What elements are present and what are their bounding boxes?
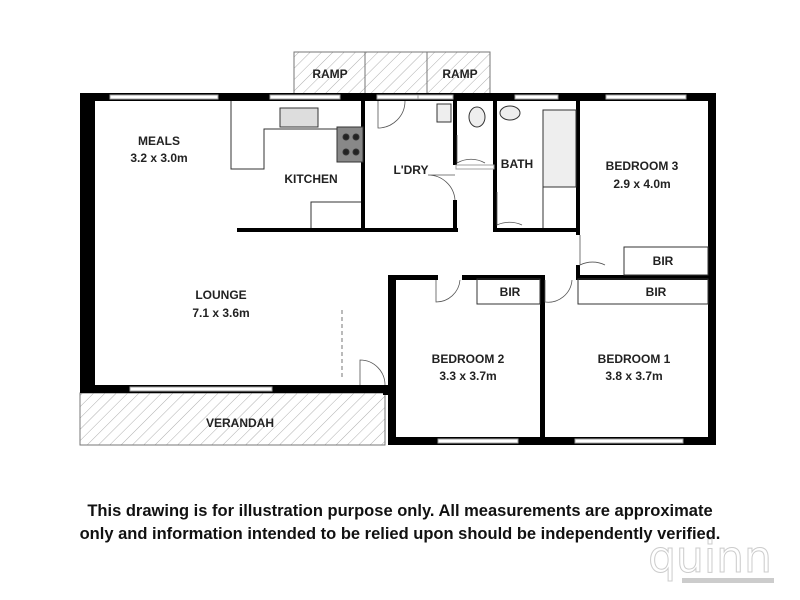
lounge-label: LOUNGE xyxy=(195,288,246,302)
bir3-cupboard xyxy=(623,246,709,276)
bathtub-icon xyxy=(542,109,577,188)
disclaimer-line-1: This drawing is for illustration purpose… xyxy=(87,502,713,520)
bedroom1-size: 3.8 x 3.7m xyxy=(605,369,662,383)
ramps xyxy=(293,51,491,96)
verandah-label: VERANDAH xyxy=(206,416,274,430)
bedroom2-size: 3.3 x 3.7m xyxy=(439,369,496,383)
room-labels: RAMP RAMP MEALS 3.2 x 3.0m KITCHEN L'DRY… xyxy=(130,67,678,430)
basin-icon xyxy=(499,105,521,121)
bedroom3-label: BEDROOM 3 xyxy=(606,159,679,173)
kitchen-fixtures xyxy=(230,101,709,305)
bir2-cupboard xyxy=(476,278,541,305)
disclaimer-line-2: only and information intended to be reli… xyxy=(79,525,721,543)
meals-label: MEALS xyxy=(138,134,180,148)
trough-icon xyxy=(436,103,452,123)
bir1-label: BIR xyxy=(646,285,667,299)
laundry-label: L'DRY xyxy=(393,163,428,177)
watermark-logo: quinn xyxy=(648,532,774,584)
kitchen-label: KITCHEN xyxy=(284,172,337,186)
svg-text:quinn: quinn xyxy=(648,532,772,583)
sink-icon xyxy=(279,107,319,128)
meals-size: 3.2 x 3.0m xyxy=(130,151,187,165)
bath-label: BATH xyxy=(501,157,533,171)
bir2-label: BIR xyxy=(500,285,521,299)
bedroom2-label: BEDROOM 2 xyxy=(432,352,505,366)
toilet-icon xyxy=(468,106,486,128)
bedroom1-label: BEDROOM 1 xyxy=(598,352,671,366)
doors xyxy=(341,100,606,386)
ramp-right-label: RAMP xyxy=(442,67,477,81)
ramp-left-label: RAMP xyxy=(312,67,347,81)
bir1-cupboard xyxy=(577,278,709,305)
bir3-label: BIR xyxy=(653,254,674,268)
lounge-size: 7.1 x 3.6m xyxy=(192,306,249,320)
bedroom3-size: 2.9 x 4.0m xyxy=(613,177,670,191)
stove-icon xyxy=(336,126,364,163)
windows xyxy=(109,94,687,444)
